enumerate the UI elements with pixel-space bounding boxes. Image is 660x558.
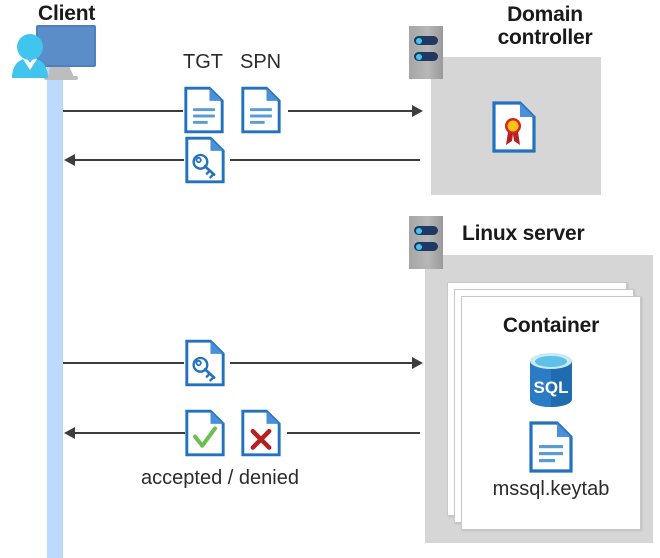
flow-line-client-to-linux-left bbox=[63, 362, 184, 364]
client-title: Client bbox=[38, 2, 96, 25]
flow-arrowhead-linux-to-client bbox=[64, 427, 75, 439]
flow-line-client-to-dc-left bbox=[63, 110, 183, 112]
client-lifeline bbox=[47, 66, 63, 558]
keytab-filename-label: mssql.keytab bbox=[492, 478, 610, 500]
sql-database-label: SQL bbox=[534, 378, 569, 397]
server-rack-icon-domain-controller bbox=[409, 26, 443, 79]
container-title: Container bbox=[502, 314, 600, 337]
server-rack-icon-linux-server bbox=[409, 216, 443, 269]
sql-database-icon: SQL bbox=[523, 351, 579, 414]
container-card-front[interactable]: Container SQL mssql.keytab bbox=[461, 296, 641, 530]
document-text-icon-spn bbox=[241, 85, 281, 135]
client-workstation-user-icon bbox=[8, 22, 104, 82]
document-certificate-icon bbox=[492, 101, 536, 153]
flow-line-dc-to-client-right bbox=[230, 159, 420, 161]
flow-line-client-to-linux-right bbox=[230, 362, 413, 364]
document-key-icon-service-ticket bbox=[185, 338, 225, 388]
document-key-icon-granted-ticket bbox=[185, 135, 225, 185]
document-text-icon-tgt bbox=[184, 85, 224, 135]
domain-controller-title-line2: controller bbox=[497, 26, 593, 49]
tgt-label: TGT bbox=[183, 51, 223, 73]
flow-arrowhead-dc-to-client bbox=[64, 154, 75, 166]
flow-line-linux-to-client-left bbox=[75, 432, 185, 434]
flow-line-dc-to-client-left bbox=[75, 159, 184, 161]
flow-arrowhead-client-to-dc bbox=[412, 105, 423, 117]
domain-controller-title-line1: Domain bbox=[507, 3, 583, 26]
document-check-icon-accepted bbox=[185, 408, 225, 458]
linux-server-title: Linux server bbox=[462, 222, 585, 245]
document-cross-icon-denied bbox=[241, 408, 281, 458]
flow-line-client-to-dc-right bbox=[288, 110, 413, 112]
accepted-denied-label: accepted / denied bbox=[141, 467, 299, 489]
document-text-icon-keytab bbox=[529, 421, 573, 478]
flow-arrowhead-client-to-linux bbox=[412, 357, 423, 369]
flow-line-linux-to-client-right bbox=[287, 432, 420, 434]
spn-label: SPN bbox=[240, 51, 282, 73]
